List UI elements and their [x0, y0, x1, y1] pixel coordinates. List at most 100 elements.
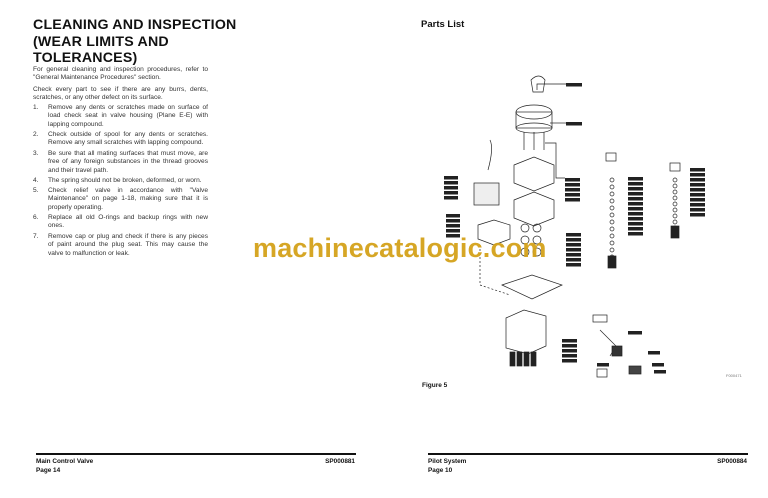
check-paragraph: Check every part to see if there are any…	[33, 86, 208, 102]
part-callout-label	[446, 214, 460, 218]
part-callout-label	[566, 233, 581, 237]
part-callout-label	[566, 243, 581, 247]
footer-page: Page 10	[428, 467, 453, 474]
part-callout-label	[446, 234, 460, 238]
step-number: 1.	[33, 104, 39, 111]
step-item: 1.Remove any dents or scratches made on …	[33, 104, 208, 129]
spring-part	[670, 225, 680, 239]
part-callout-label	[444, 176, 458, 180]
step-number: 4.	[33, 177, 39, 184]
part-callout-label	[597, 363, 609, 367]
part-callout-label	[566, 263, 581, 267]
part-callout-label	[628, 182, 643, 186]
step-item: 2. Check outside of spool for any dents o…	[33, 131, 208, 148]
fitting-part	[530, 351, 537, 367]
seal-part	[609, 184, 615, 190]
seal-part	[672, 219, 678, 225]
part-callout-label	[444, 181, 458, 185]
step-text: Replace all old O-rings and backup rings…	[48, 214, 208, 230]
part-callout-label	[690, 213, 705, 217]
seal-part	[609, 247, 615, 253]
step-item: 7.Remove cap or plug and check if there …	[33, 233, 208, 258]
part-callout-label	[562, 344, 577, 348]
label-box	[592, 314, 608, 323]
footer-code-left: SP000881	[325, 458, 355, 465]
part-callout-label	[444, 191, 458, 195]
footer-rule-right	[428, 453, 748, 455]
spool-part	[520, 235, 530, 245]
step-text: Be sure that all mating surfaces that mu…	[48, 150, 208, 174]
seal-part	[609, 191, 615, 197]
part-callout-label	[628, 207, 643, 211]
spool-part	[532, 223, 542, 233]
seal-part	[672, 201, 678, 207]
fitting-part	[523, 351, 530, 367]
part-callout-label	[628, 331, 642, 335]
base-plate	[501, 274, 563, 300]
seal-part	[672, 207, 678, 213]
connector-part	[611, 345, 623, 357]
part-callout-label	[562, 359, 577, 363]
seal-part	[672, 183, 678, 189]
figure-id: F000471	[726, 373, 742, 378]
step-text: The spring should not be broken, deforme…	[48, 177, 202, 184]
seal-part	[609, 198, 615, 204]
lever-handle	[530, 75, 546, 93]
step-text: Check outside of spool for any dents or …	[48, 131, 208, 147]
part-callout-label	[654, 370, 666, 374]
part-callout-label	[628, 202, 643, 206]
spool-part	[532, 235, 542, 245]
part-callout-label	[562, 349, 577, 353]
fitting-part	[516, 351, 523, 367]
part-callout-label	[690, 178, 705, 182]
part-callout-label	[444, 196, 458, 200]
part-callout-label	[628, 177, 643, 181]
seal-part	[672, 213, 678, 219]
part-callout-label	[690, 198, 705, 202]
step-number: 2.	[33, 131, 39, 138]
part-callout-label	[628, 187, 643, 191]
part-callout-label	[565, 183, 580, 187]
part-callout-label	[628, 232, 643, 236]
section-title: CLEANING AND INSPECTION (WEAR LIMITS AND…	[33, 17, 237, 66]
part-callout-label	[566, 238, 581, 242]
part-callout-label	[566, 258, 581, 262]
fitting-part	[509, 351, 516, 367]
part-callout-label	[628, 217, 643, 221]
part-callout-label	[690, 193, 705, 197]
leader-line	[545, 142, 565, 179]
part-callout-label	[566, 253, 581, 257]
cap-part	[605, 152, 617, 162]
step-item: 4. The spring should not be broken, defor…	[33, 177, 208, 185]
seal-part	[609, 219, 615, 225]
part-callout-label	[690, 203, 705, 207]
part-callout-label	[566, 83, 582, 87]
seal-part	[609, 177, 615, 183]
step-item: 6.Replace all old O-rings and backup rin…	[33, 214, 208, 231]
part-callout-label	[565, 193, 580, 197]
part-callout-label	[648, 351, 660, 355]
hose-part	[487, 139, 492, 171]
cap-part	[669, 162, 681, 172]
seal-part	[609, 212, 615, 218]
seal-part	[672, 177, 678, 183]
step-item: 5.Check relief valve in accordance with …	[33, 187, 208, 212]
part-callout-label	[562, 339, 577, 343]
manifold-part	[477, 219, 511, 246]
part-callout-label	[690, 208, 705, 212]
part-callout-label	[690, 168, 705, 172]
plate-part	[513, 156, 555, 192]
leader-line	[536, 83, 566, 90]
step-number: 5.	[33, 187, 39, 194]
part-callout-label	[562, 354, 577, 358]
seal-part	[672, 195, 678, 201]
part-callout-label	[566, 122, 582, 126]
seal-part	[672, 189, 678, 195]
step-item: 3.Be sure that all mating surfaces that …	[33, 150, 208, 175]
parts-list-title: Parts List	[421, 19, 465, 30]
seal-part	[609, 205, 615, 211]
part-callout-label	[628, 197, 643, 201]
part-callout-label	[446, 229, 460, 233]
